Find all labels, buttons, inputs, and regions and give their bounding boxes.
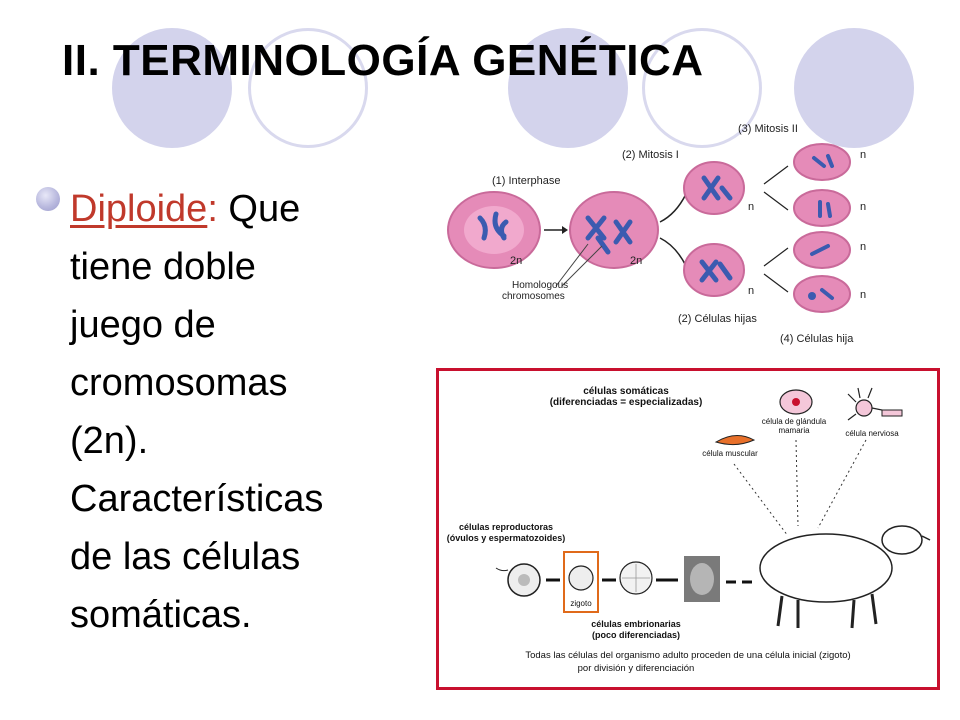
term-diploide: Diploide bbox=[70, 188, 208, 230]
label-gland-2: mamaria bbox=[778, 426, 810, 435]
daughter-cell-bottom bbox=[683, 243, 745, 297]
label-interphase: (1) Interphase bbox=[492, 175, 560, 187]
arrow-down bbox=[659, 237, 687, 267]
sperm-icon bbox=[495, 567, 509, 572]
arrow-up bbox=[659, 193, 687, 223]
label-daughter-cells: (2) Células hijas bbox=[678, 313, 757, 325]
definition-line-2: juego de bbox=[70, 304, 216, 346]
label-homologous-2: chromosomes bbox=[502, 291, 565, 302]
label-muscle: célula muscular bbox=[702, 449, 758, 458]
homologous-pointer-2 bbox=[561, 245, 603, 287]
final-cell-4-chromosomes bbox=[820, 288, 834, 300]
decor-circle-2 bbox=[508, 28, 628, 148]
bullet-marker bbox=[36, 187, 60, 211]
label-n-f: n bbox=[860, 289, 866, 301]
label-homologous-1: Homologous bbox=[512, 280, 568, 291]
arrow-1-head bbox=[562, 226, 568, 234]
label-2n-b: 2n bbox=[630, 255, 642, 267]
homologous-pointer-1 bbox=[555, 243, 589, 287]
ovum-nucleus bbox=[518, 574, 530, 586]
definition-line-1: tiene doble bbox=[70, 246, 256, 288]
zygote-icon bbox=[568, 565, 594, 591]
development-arrows bbox=[546, 578, 752, 584]
final-cell-2-chromosomes bbox=[818, 200, 832, 218]
final-cell-1-chromosomes bbox=[812, 154, 834, 168]
muscle-cell-icon bbox=[714, 435, 756, 446]
label-n-a: n bbox=[748, 201, 754, 213]
meiosis-diagram: (3) Mitosis II (2) Mitosis I (1) Interph… bbox=[438, 118, 900, 350]
daughter-top-chromosomes bbox=[701, 175, 733, 201]
decor-ring-1 bbox=[248, 28, 368, 148]
definition-first: Que bbox=[217, 188, 301, 230]
label-n-d: n bbox=[860, 201, 866, 213]
label-2n-a: 2n bbox=[510, 255, 522, 267]
daughter-bottom-chromosomes bbox=[699, 259, 733, 283]
label-somatic-1: células somáticas bbox=[583, 386, 669, 397]
embryo-shape bbox=[690, 563, 714, 595]
final-cell-4-dot bbox=[808, 292, 816, 300]
definition-line-5: Características bbox=[70, 478, 324, 520]
label-gland-1: célula de glándula bbox=[762, 417, 827, 426]
nerve-cell-icon bbox=[847, 387, 903, 421]
definition-line-7: somáticas. bbox=[70, 594, 252, 636]
label-n-e: n bbox=[860, 241, 866, 253]
decor-ring-2 bbox=[642, 28, 762, 148]
mitosis1-cell bbox=[569, 191, 659, 269]
interphase-chromatin bbox=[477, 211, 509, 241]
arrows-mitosis2-top bbox=[763, 165, 789, 211]
caption-line-1: Todas las células del organismo adulto p… bbox=[525, 650, 850, 661]
arrow-nerve bbox=[817, 439, 867, 529]
final-cell-3-chromosomes bbox=[810, 244, 830, 256]
bullet-text: Diploide: Que tiene doble juego de cromo… bbox=[70, 180, 410, 644]
label-n-b: n bbox=[748, 285, 754, 297]
label-somatic-2: (diferenciadas = especializadas) bbox=[550, 397, 703, 408]
label-daughter-cell: (4) Células hija bbox=[780, 333, 854, 345]
slide-title: II. TERMINOLOGÍA GENÉTICA bbox=[62, 36, 704, 85]
blastocyst-grid bbox=[622, 564, 650, 592]
label-repro-2: (óvulos y espermatozoides) bbox=[447, 533, 566, 543]
definition-line-4: (2n). bbox=[70, 420, 149, 462]
arrow-muscle bbox=[733, 463, 789, 537]
definition-line-6: de las células bbox=[70, 536, 301, 578]
gland-cell-nucleus bbox=[792, 398, 800, 406]
label-mitosis-1: (2) Mitosis I bbox=[622, 149, 679, 161]
decor-circle-1 bbox=[112, 28, 232, 148]
label-n-c: n bbox=[860, 149, 866, 161]
label-embryo-2: (poco diferenciadas) bbox=[592, 630, 680, 640]
final-cell-4 bbox=[793, 275, 851, 313]
label-mitosis-2: (3) Mitosis II bbox=[738, 123, 798, 135]
definition-line-3: cromosomas bbox=[70, 362, 288, 404]
label-nerve: célula nerviosa bbox=[845, 429, 899, 438]
label-embryo-1: células embrionarias bbox=[591, 619, 681, 629]
label-zygote: zigoto bbox=[570, 599, 592, 608]
sheep-icon bbox=[759, 525, 931, 629]
arrow-gland bbox=[795, 439, 799, 527]
term-colon: : bbox=[207, 188, 218, 230]
label-repro-1: células reproductoras bbox=[459, 522, 553, 532]
decor-circle-3 bbox=[794, 28, 914, 148]
caption-line-2: por división y diferenciación bbox=[578, 663, 695, 674]
figure-frame bbox=[436, 368, 940, 690]
cell-differentiation-figure: células somáticas (diferenciadas = espec… bbox=[436, 368, 940, 690]
mitosis1-chromosomes bbox=[585, 215, 633, 255]
arrows-mitosis2-bottom bbox=[763, 247, 789, 293]
